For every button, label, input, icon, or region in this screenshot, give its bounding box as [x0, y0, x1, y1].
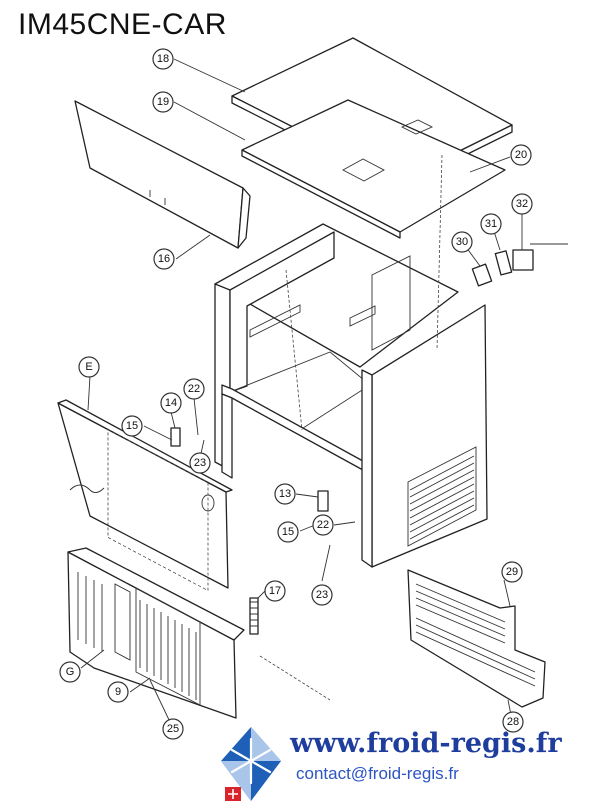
callout-29: 29: [501, 561, 523, 583]
callout-20: 20: [510, 144, 532, 166]
callout-E: E: [78, 356, 100, 378]
callout-15-lower: 15: [277, 521, 299, 543]
svg-text:23: 23: [316, 589, 328, 601]
callout-32: 32: [511, 193, 533, 215]
svg-text:E: E: [85, 361, 92, 373]
callout-25: 25: [162, 718, 184, 740]
website-link[interactable]: www.froid-regis.fr: [290, 728, 562, 759]
svg-text:25: 25: [167, 723, 179, 735]
svg-text:22: 22: [317, 519, 329, 531]
callout-22-upper: 22: [183, 378, 205, 400]
callout-23-lower: 23: [311, 584, 333, 606]
svg-text:17: 17: [269, 585, 281, 597]
lower-louvre-panel: [67, 547, 245, 719]
callout-30: 30: [451, 231, 473, 253]
bracket-14: [170, 427, 181, 447]
rear-grille-plate: [407, 569, 546, 708]
bracket-13: [317, 490, 329, 512]
svg-text:15: 15: [282, 526, 294, 538]
svg-text:14: 14: [165, 397, 177, 409]
svg-text:G: G: [66, 666, 75, 678]
svg-text:32: 32: [516, 198, 528, 210]
front-upper-panel: [74, 100, 251, 249]
svg-text:30: 30: [456, 236, 468, 248]
callout-28: 28: [502, 711, 524, 733]
svg-text:16: 16: [158, 253, 170, 265]
top-inner-panel: [241, 99, 506, 239]
diagram-title: IM45CNE-CAR: [18, 8, 227, 41]
svg-text:18: 18: [157, 53, 169, 65]
svg-text:20: 20: [515, 149, 527, 161]
callout-15-upper: 15: [121, 415, 143, 437]
svg-text:15: 15: [126, 420, 138, 432]
svg-text:23: 23: [194, 457, 206, 469]
callout-13: 13: [274, 483, 296, 505]
callout-9: 9: [107, 681, 129, 703]
contact-email-link[interactable]: contact@froid-regis.fr: [296, 764, 459, 783]
snowflake-logo-icon: [221, 727, 281, 801]
callout-17: 17: [264, 580, 286, 602]
svg-text:31: 31: [485, 218, 497, 230]
callout-23-upper: 23: [189, 452, 211, 474]
callout-31: 31: [480, 213, 502, 235]
svg-text:28: 28: [507, 716, 519, 728]
svg-text:19: 19: [157, 96, 169, 108]
callout-18: 18: [152, 48, 174, 70]
switch-parts: [471, 243, 568, 287]
cabinet-body: [214, 223, 488, 568]
callout-19: 19: [152, 91, 174, 113]
callout-16: 16: [153, 248, 175, 270]
svg-text:13: 13: [279, 488, 291, 500]
callout-14: 14: [160, 392, 182, 414]
svg-text:22: 22: [188, 383, 200, 395]
svg-text:29: 29: [506, 566, 518, 578]
front-door-panel: [57, 399, 233, 592]
callout-22-lower: 22: [312, 514, 334, 536]
callout-G: G: [59, 661, 81, 683]
spring-17: [249, 597, 259, 635]
leader-lines: [80, 58, 523, 723]
svg-text:9: 9: [115, 686, 121, 698]
